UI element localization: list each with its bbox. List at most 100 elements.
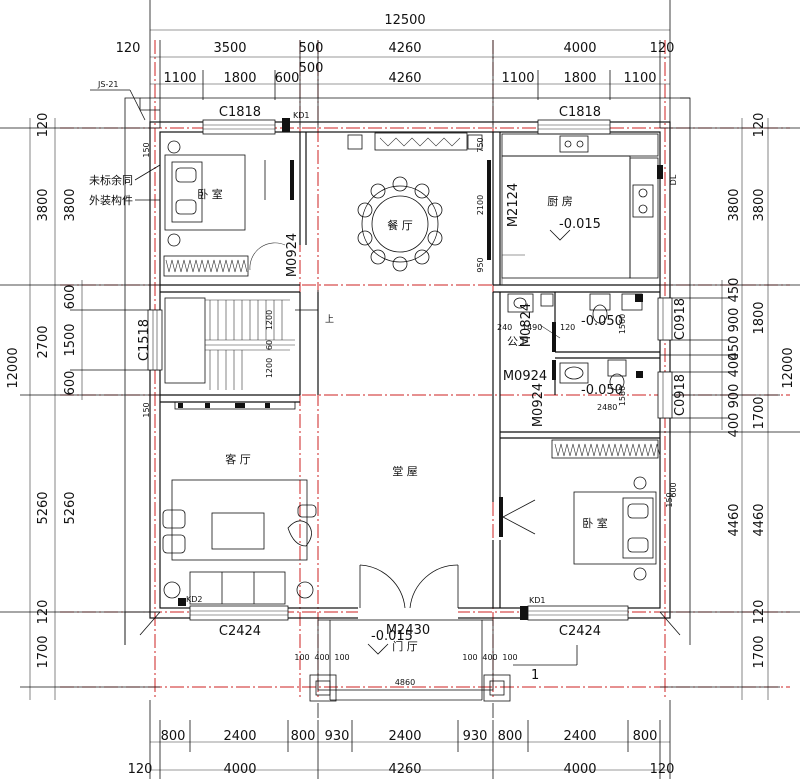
annotations: JS-21 未标余同 外装构件 1 150 150 600 150 — [89, 80, 678, 683]
exterior-walls — [147, 119, 673, 621]
left-dim-6: 1700 — [36, 635, 51, 668]
top2-dim-3: 600 — [275, 71, 300, 86]
window-left-stair — [147, 309, 163, 371]
left-dimensions: 120 3800 2700 5260 120 1700 12000 3800 5… — [0, 113, 160, 700]
main-hall: 堂 屋 — [359, 465, 459, 609]
bottom-dim-7: 800 — [498, 729, 523, 744]
porch-dim-6: 100 — [502, 653, 517, 662]
note-150-top: 150 — [142, 142, 151, 157]
bottom-dim-8: 2400 — [563, 729, 596, 744]
room-label-living: 客 厅 — [225, 452, 251, 466]
level-kitchen: -0.015 — [559, 217, 601, 232]
top-dim-extra: 500 — [299, 61, 324, 76]
axis-lines — [60, 40, 790, 700]
porch-width-label: 4860 — [395, 678, 415, 687]
top-dim-1: 120 — [116, 41, 141, 56]
window-top-left — [202, 119, 276, 135]
kitchen: 厨 房 -0.015 750 2100 950 — [476, 133, 659, 285]
left-inner-1: 600 — [63, 285, 78, 310]
top2-dim-2: 1800 — [223, 71, 256, 86]
overall-width-label: 12500 — [384, 13, 425, 28]
bottom-dim-9: 800 — [633, 729, 658, 744]
wc-dim-2480: 2480 — [597, 403, 617, 412]
room-label-bedroom-bottom-right: 卧 室 — [582, 516, 608, 530]
left2-dim-4: 5260 — [63, 491, 78, 524]
kitchen-dim-750: 750 — [476, 137, 485, 152]
tag-window-right-wc1: C0918 — [673, 298, 688, 340]
left-total: 12000 — [6, 347, 21, 388]
right-dim-6: 120 — [752, 600, 767, 625]
top2-dim-5: 1100 — [501, 71, 534, 86]
top2-dim-7: 1100 — [623, 71, 656, 86]
kitchen-dim-950: 950 — [476, 257, 485, 272]
tag-door-bedroom: M0924 — [285, 233, 300, 277]
tag-window-top-left: C1818 — [219, 105, 261, 120]
porch-dim-1: 100 — [294, 653, 309, 662]
bottom2-dim-1: 120 — [128, 762, 153, 777]
top-dim-5: 4000 — [563, 41, 596, 56]
room-label-hall: 堂 屋 — [392, 465, 418, 478]
room-label-entrance: 门 厅 — [392, 639, 418, 653]
tag-js: JS-21 — [97, 80, 119, 89]
window-bottom-right — [527, 605, 629, 621]
interior-walls — [160, 132, 660, 608]
tag-window-top-right: C1818 — [559, 105, 601, 120]
left-dim-5: 120 — [36, 600, 51, 625]
stair-dim-1: 1200 — [265, 310, 274, 330]
window-bottom-left — [189, 605, 289, 621]
staircase: 上 1200 60 1200 — [164, 290, 334, 410]
bottom-dim-2: 2400 — [223, 729, 256, 744]
top-dimensions: 12500 120 3500 500 4260 4000 120 500 110… — [116, 0, 675, 128]
right-dim-7: 1700 — [752, 635, 767, 668]
right-total: 12000 — [781, 347, 796, 388]
top-dim-2: 3500 — [213, 41, 246, 56]
top-dim-3: 500 — [299, 41, 324, 56]
right-dim-4: 1700 — [752, 396, 767, 429]
right-dimensions: 120 3800 1800 1700 4460 120 1700 12000 3… — [660, 113, 800, 700]
top2-dim-4: 4260 — [388, 71, 421, 86]
tag-window-left-stair: C1518 — [137, 319, 152, 361]
top2-dim-6: 1800 — [563, 71, 596, 86]
window-door-tags: C1818 C1818 C2424 C2424 C1518 C0918 C091… — [137, 105, 688, 639]
window-top-right — [537, 119, 611, 135]
note-150-right: 150 — [665, 492, 674, 507]
room-label-wc: 公卫 — [507, 335, 529, 348]
tag-kd1-bottom: KD1 — [529, 596, 546, 605]
right-dim-3: 1800 — [752, 301, 767, 334]
right-dim-5: 4460 — [752, 503, 767, 536]
right-dim-1: 120 — [752, 113, 767, 138]
right-inner-2: 900 — [727, 308, 742, 333]
tag-door-main: M2430 — [386, 623, 430, 638]
tag-kd2: KD2 — [186, 595, 203, 604]
left-dim-2: 3800 — [36, 188, 51, 221]
wc-dim-1580: 1580 — [618, 386, 627, 406]
bottom-dim-4: 930 — [325, 729, 350, 744]
porch-dim-4: 100 — [462, 653, 477, 662]
wc-dim-120: 120 — [560, 323, 575, 332]
bedroom-bottom-right: 卧 室 — [499, 439, 661, 581]
left-inner-3: 600 — [63, 371, 78, 396]
bottom2-dim-4: 4000 — [563, 762, 596, 777]
wc-area: 公卫 -0.050 -0.050 240 1490 120 2480 1560 … — [497, 293, 643, 412]
top-dim-6: 120 — [650, 41, 675, 56]
right-inner-4: 400 — [727, 353, 742, 378]
bottom2-dim-3: 4260 — [388, 762, 421, 777]
level-entrance: -0.015 — [371, 629, 413, 644]
note-outer-member: 外装构件 — [89, 193, 133, 207]
left-inner-2: 1500 — [63, 323, 78, 356]
room-label-kitchen: 厨 房 — [547, 195, 573, 208]
bottom-dim-6: 930 — [463, 729, 488, 744]
right-inner-3: 450 — [727, 336, 742, 361]
porch: 门 厅 -0.015 4860 100 400 100 100 400 100 — [294, 619, 518, 718]
top-dim-4: 4260 — [388, 41, 421, 56]
right-inner-5: 900 — [727, 384, 742, 409]
bottom-dimensions: 800 2400 800 930 2400 930 800 2400 800 1… — [128, 700, 675, 779]
window-right-wc2 — [657, 371, 673, 419]
right2-dim-2: 3800 — [727, 188, 742, 221]
tag-door-kitchen: M2124 — [506, 183, 521, 227]
room-label-dining: 餐 厅 — [387, 218, 413, 232]
right-inner-1: 450 — [727, 278, 742, 303]
bottom2-dim-5: 120 — [650, 762, 675, 777]
bottom2-dim-2: 4000 — [223, 762, 256, 777]
